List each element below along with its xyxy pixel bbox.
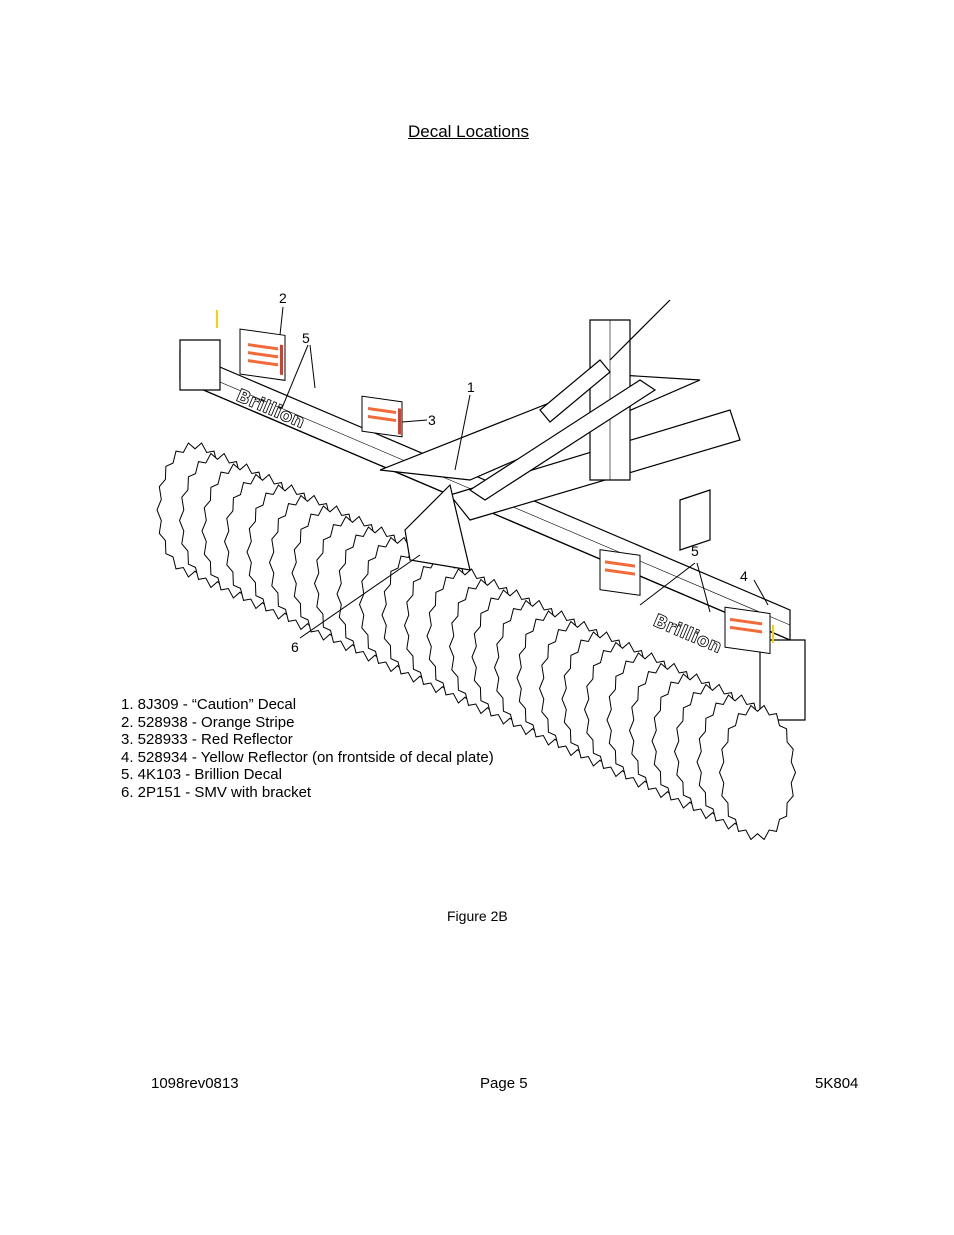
legend-item: 2. 528938 - Orange Stripe xyxy=(121,713,295,731)
legend-item: 5. 4K103 - Brillion Decal xyxy=(121,766,282,784)
legend-item: 4. 528934 - Yellow Reflector (on frontsi… xyxy=(121,748,494,766)
callout-3: 3 xyxy=(428,412,436,428)
legend-item: 6. 2P151 - SMV with bracket xyxy=(121,783,312,801)
callout-1: 1 xyxy=(467,379,475,395)
brillion-decal-right: Brillion xyxy=(650,610,725,658)
footer-doc-id: 1098rev0813 xyxy=(151,1075,239,1092)
decal-legend: 1. 8J309 - “Caution” Decal 2. 528938 - O… xyxy=(121,696,494,802)
callout-4: 4 xyxy=(740,568,748,584)
implement-illustration: Brillion Brillion xyxy=(156,299,806,840)
callout-5-right: 5 xyxy=(691,543,699,559)
footer-part-number: 5K804 xyxy=(815,1075,859,1092)
legend-item: 1. 8J309 - “Caution” Decal xyxy=(121,696,297,713)
page-title: Decal Locations xyxy=(408,122,529,141)
callout-6: 6 xyxy=(291,639,299,655)
callout-5-left: 5 xyxy=(302,330,310,346)
footer-page-number: Page 5 xyxy=(480,1075,528,1092)
figure-caption: Figure 2B xyxy=(447,908,508,924)
roller-wheel xyxy=(718,704,797,840)
legend-item: 3. 528933 - Red Reflector xyxy=(121,731,293,749)
callout-2: 2 xyxy=(279,290,287,306)
